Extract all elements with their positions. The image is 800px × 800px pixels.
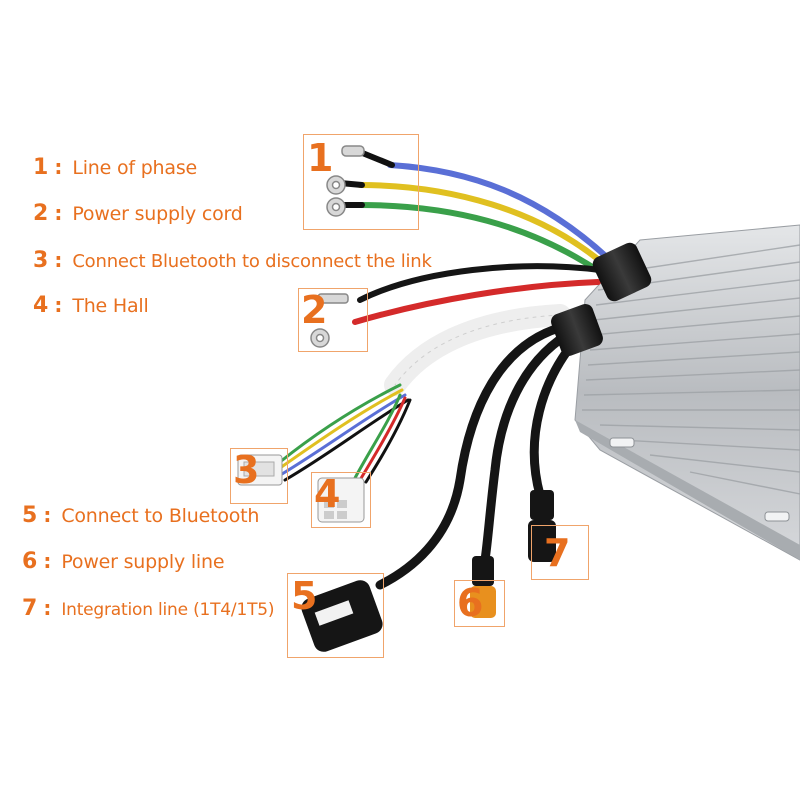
callout-box-3: 3 <box>230 448 288 504</box>
callout-number-1: 1 <box>307 136 334 180</box>
power-terminals <box>310 293 349 348</box>
legend-number: 2 <box>33 201 49 226</box>
controller-housing <box>574 224 800 561</box>
legend-text: Line of phase <box>72 157 198 179</box>
legend-colon: : <box>54 201 63 225</box>
connector-power-line <box>470 556 496 618</box>
legend-text: Power supply cord <box>72 203 243 225</box>
callout-box-1: 1 <box>303 134 419 230</box>
legend-text: Power supply line <box>61 551 225 573</box>
callout-number-2: 2 <box>301 288 328 332</box>
callout-box-4: 4 <box>311 472 371 528</box>
legend-text: The Hall <box>72 295 149 317</box>
legend-number: 4 <box>33 293 49 318</box>
legend-colon: : <box>43 549 52 573</box>
legend-item-1: 1 : Line of phase <box>33 155 197 180</box>
connector-usb <box>301 580 383 652</box>
legend-colon: : <box>43 596 52 620</box>
ring-terminals <box>326 145 365 217</box>
legend-colon: : <box>54 293 63 317</box>
signal-bundle <box>278 304 571 484</box>
legend-number: 5 <box>22 503 38 528</box>
callout-number-4: 4 <box>314 472 341 516</box>
callout-number-3: 3 <box>233 448 260 492</box>
lower-cable-gland <box>551 304 603 356</box>
legend-item-6: 6 : Power supply line <box>22 549 225 574</box>
legend-item-3: 3 : Connect Bluetooth to disconnect the … <box>33 248 432 273</box>
upper-cable-gland <box>592 242 652 302</box>
callout-box-6: 6 <box>454 580 505 627</box>
legend-number: 7 <box>22 596 38 621</box>
legend-colon: : <box>43 503 52 527</box>
legend-item-5: 5 : Connect to Bluetooth <box>22 503 259 528</box>
callout-box-2: 2 <box>298 288 368 352</box>
legend-item-2: 2 : Power supply cord <box>33 201 243 226</box>
connector-hall-plug <box>317 477 365 523</box>
legend-number: 6 <box>22 549 38 574</box>
callout-number-7: 7 <box>544 531 571 575</box>
callout-number-5: 5 <box>291 574 318 618</box>
legend-text: Connect Bluetooth to disconnect the link <box>72 251 432 272</box>
legend-colon: : <box>54 248 63 272</box>
legend-item-7: 7 : Integration line (1T4/1T5) <box>22 596 275 621</box>
legend-text: Integration line (1T4/1T5) <box>61 600 275 620</box>
legend-text: Connect to Bluetooth <box>61 505 260 527</box>
connector-bluetooth-plug <box>237 454 283 486</box>
power-wires <box>352 263 603 325</box>
callout-box-7: 7 <box>531 525 589 580</box>
callout-number-6: 6 <box>457 581 484 625</box>
phase-wires <box>337 149 613 275</box>
callout-box-5: 5 <box>287 573 384 658</box>
legend-number: 1 <box>33 155 49 180</box>
legend-number: 3 <box>33 248 49 273</box>
legend-colon: : <box>54 155 63 179</box>
connector-integration-line <box>528 490 556 562</box>
legend-item-4: 4 : The Hall <box>33 293 149 318</box>
